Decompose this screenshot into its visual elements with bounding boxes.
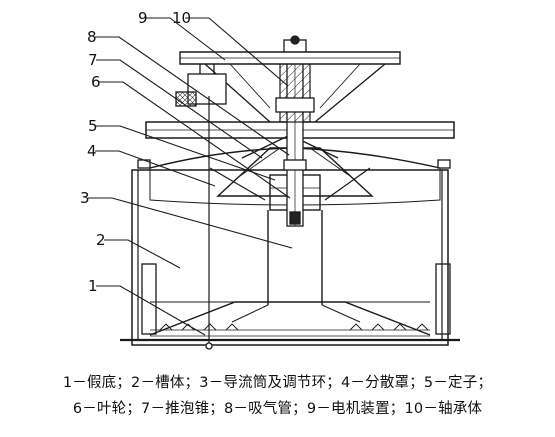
leader-8 <box>95 36 290 156</box>
callout-2: 2 <box>96 231 106 249</box>
callout-8: 8 <box>87 28 97 46</box>
callout-10: 10 <box>172 9 191 27</box>
leader-6 <box>99 81 291 199</box>
leader-4 <box>95 150 216 187</box>
callout-7: 7 <box>88 51 98 69</box>
callout-4: 4 <box>87 142 97 160</box>
caption-line-2: 6－叶轮；7－推泡锥；8－吸气管；9－电机装置；10－轴承体 <box>72 401 483 417</box>
draft-tube <box>231 210 361 323</box>
leader-7 <box>96 59 263 159</box>
leader-5 <box>96 125 276 181</box>
callout-labels: 1 2 3 4 5 6 7 8 9 10 <box>80 9 191 295</box>
callout-6: 6 <box>91 73 101 91</box>
leader-9 <box>146 17 226 61</box>
leader-10 <box>185 17 289 87</box>
callout-3: 3 <box>80 189 90 207</box>
callout-9: 9 <box>138 9 148 27</box>
leader-lines <box>88 17 293 336</box>
leader-1 <box>96 285 206 336</box>
caption-line-1: 1－假底；2－槽体；3－导流筒及调节环；4－分散罩；5－定子； <box>62 375 493 391</box>
bearing-body <box>275 35 315 123</box>
motor-assembly <box>175 51 401 123</box>
leader-2 <box>104 239 181 269</box>
false-bottom <box>149 301 431 337</box>
callout-5: 5 <box>88 117 98 135</box>
leader-3 <box>88 197 293 249</box>
callout-1: 1 <box>88 277 98 295</box>
